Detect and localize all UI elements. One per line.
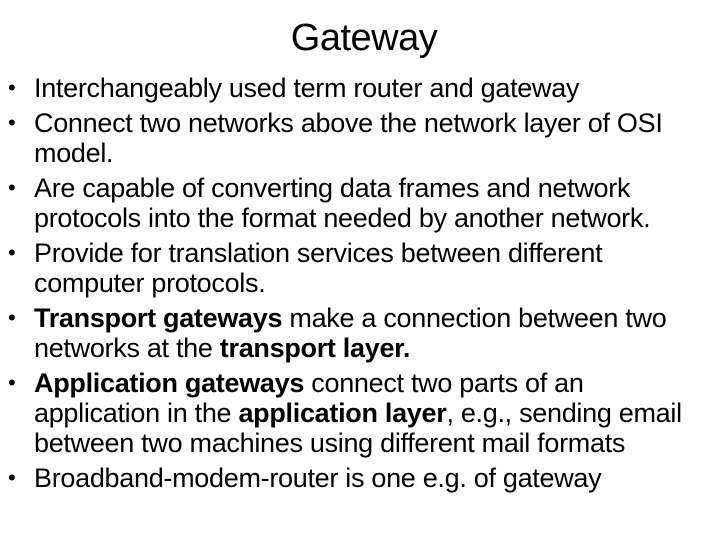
bullet-text-segment: Connect two networks above the network l… bbox=[34, 108, 663, 168]
bullet-text-segment: transport layer. bbox=[219, 333, 411, 363]
bullet-list: • Interchangeably used term router and ga… bbox=[8, 73, 712, 493]
bullet-marker-icon: • bbox=[8, 240, 16, 265]
bullet-item: • Application gateways connect two parts … bbox=[8, 368, 712, 458]
bullet-text-segment: make a connection between two networks a… bbox=[34, 303, 667, 363]
bullet-text-segment: , e.g., sending email between two machin… bbox=[34, 398, 682, 458]
bullet-marker-icon: • bbox=[8, 370, 16, 395]
bullet-item: • Are capable of converting data frames a… bbox=[8, 173, 712, 233]
bullet-marker-icon: • bbox=[8, 175, 16, 200]
bullet-text-segment: Application gateways bbox=[34, 368, 305, 398]
bullet-item: • Provide for translation services betwee… bbox=[8, 238, 712, 298]
bullet-text-segment: connect two parts of an application in t… bbox=[34, 368, 584, 428]
bullet-item: • Connect two networks above the network … bbox=[8, 108, 712, 168]
bullet-text-segment: Transport gateways bbox=[34, 303, 283, 333]
bullet-text-segment: Are capable of converting data frames an… bbox=[34, 173, 651, 233]
bullet-marker-icon: • bbox=[8, 75, 16, 100]
bullet-item: • Transport gateways make a connection be… bbox=[8, 303, 712, 363]
bullet-item: • Broadband-modem-router is one e.g. of g… bbox=[8, 463, 712, 493]
bullet-marker-icon: • bbox=[8, 305, 16, 330]
bullet-text-segment: Interchangeably used term router and gat… bbox=[34, 73, 580, 103]
bullet-item: • Interchangeably used term router and ga… bbox=[8, 73, 712, 103]
bullet-text-segment: application layer bbox=[238, 398, 447, 428]
bullet-text-segment: Provide for translation services between… bbox=[34, 238, 603, 298]
bullet-marker-icon: • bbox=[8, 465, 16, 490]
slide-title: Gateway bbox=[290, 17, 438, 59]
bullet-text-segment: Broadband-modem-router is one e.g. of ga… bbox=[34, 463, 602, 493]
bullet-marker-icon: • bbox=[8, 110, 16, 135]
